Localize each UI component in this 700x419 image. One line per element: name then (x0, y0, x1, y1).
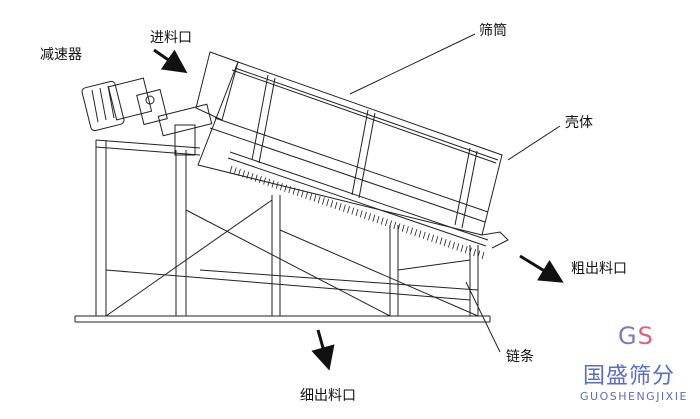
base-frame (74, 139, 491, 323)
brand-name-en: GUOSHENGJIXIE (580, 390, 688, 403)
reducer-unit (81, 77, 213, 156)
label-chain: 链条 (506, 349, 534, 365)
label-housing: 壳体 (565, 115, 593, 131)
brand-logo-gs: GS (618, 322, 654, 350)
housing-shell (195, 51, 503, 247)
coarse-discharge-lip (481, 231, 509, 249)
label-fine-outlet: 细出料口 (300, 388, 356, 404)
label-feed-inlet: 进料口 (150, 30, 192, 46)
brand-name-cn: 国盛筛分 (583, 364, 676, 389)
chain-band (229, 165, 485, 260)
label-coarse-outlet: 粗出料口 (571, 261, 627, 277)
flow-arrows (153, 48, 564, 371)
label-reducer: 减速器 (40, 47, 82, 63)
leader-lines (349, 33, 561, 353)
label-screen-drum: 筛筒 (479, 23, 507, 39)
